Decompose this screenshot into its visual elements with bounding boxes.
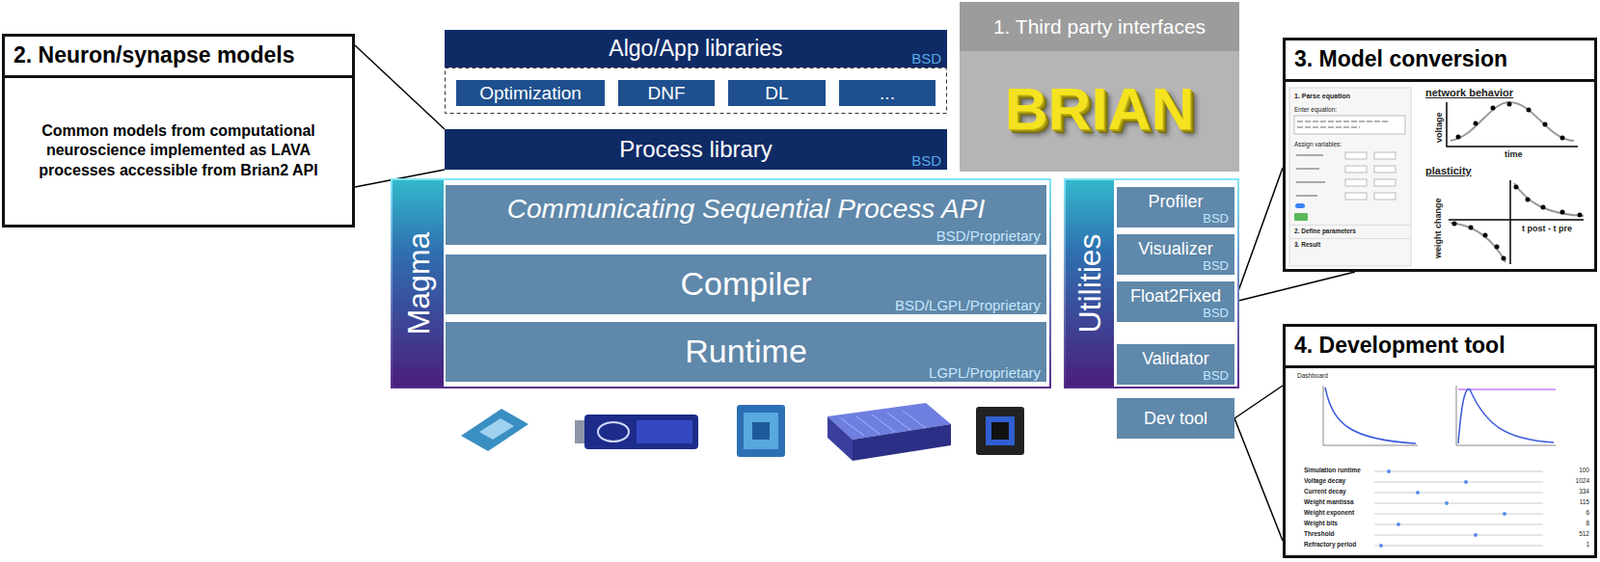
axis-label: time xyxy=(1504,149,1523,160)
utility-container: UtilitiesProfilerBSDVisualizerBSDFloat2F… xyxy=(1063,178,1240,389)
callout-body: Common models from computational neurosc… xyxy=(4,78,353,225)
box-title: Process library xyxy=(444,135,948,163)
form-label: Enter equation: xyxy=(1294,106,1337,113)
parameter-value: 8 xyxy=(1585,519,1590,527)
tool-box: Dev tool xyxy=(1116,398,1235,439)
parameter-value: 1024 xyxy=(1575,477,1590,485)
box-title: Communicating Sequential Process API xyxy=(445,193,1047,225)
parameter-label: Current decay xyxy=(1303,488,1347,495)
gradient-strip: Magma xyxy=(392,180,444,387)
chip-image xyxy=(736,405,786,458)
vertical-label: Utilities xyxy=(1070,180,1110,387)
stack-container: MagmaCommunicating Sequential Process AP… xyxy=(390,178,1052,389)
leader-line xyxy=(354,45,445,188)
license-tag: BSD xyxy=(911,152,942,169)
parameter-label: Threshold xyxy=(1303,530,1334,538)
license-tag: LGPL/Proprietary xyxy=(928,364,1041,381)
interface-panel: 1. Third party interfacesBRIAN xyxy=(959,1,1240,172)
stack-layer: Communicating Sequential Process API BSD/… xyxy=(445,185,1047,245)
parameter-label: Refractory period xyxy=(1303,541,1356,548)
parameter-value: 512 xyxy=(1578,530,1590,538)
gradient-strip: Utilities xyxy=(1065,180,1114,387)
usb-stick-image xyxy=(574,414,699,450)
license-tag: BSD xyxy=(1202,212,1229,227)
stack-layer: CompilerBSD/LGPL/Proprietary xyxy=(445,254,1047,315)
stack-layer: RuntimeLGPL/Proprietary xyxy=(445,322,1047,382)
box-title: Float2Fixed xyxy=(1116,286,1235,307)
box-title: Profiler xyxy=(1116,191,1235,213)
box-title: DL xyxy=(728,82,826,105)
form-heading: 1. Parse equation xyxy=(1294,92,1351,101)
leader-line xyxy=(1234,167,1356,302)
parameter-label: Weight bits xyxy=(1303,519,1338,527)
form-heading: 2. Define parameters xyxy=(1294,227,1356,235)
plot-title: plasticity xyxy=(1425,164,1472,178)
form-label: Assign variables: xyxy=(1294,140,1342,148)
parameter-label: Weight mantissa xyxy=(1303,498,1355,506)
library-box: DNF xyxy=(618,80,715,107)
box-title: Algo/App libraries xyxy=(444,35,948,61)
utility-box: ValidatorBSD xyxy=(1116,344,1235,385)
callout-heading: 4. Development tool xyxy=(1285,326,1595,369)
license-tag: BSD xyxy=(1202,259,1229,274)
parameter-value: 334 xyxy=(1578,488,1590,495)
utility-box: Float2FixedBSD xyxy=(1116,281,1235,323)
leader-line xyxy=(1234,385,1283,542)
license-tag: BSD/Proprietary xyxy=(936,227,1041,245)
parameter-label: Voltage decay xyxy=(1303,477,1346,485)
license-tag: BSD/LGPL/Proprietary xyxy=(894,297,1041,314)
box-title: Dev tool xyxy=(1116,408,1235,430)
library-box: Optimization xyxy=(456,80,605,107)
plot-title: network behavior xyxy=(1425,86,1514,100)
plasticity-plot xyxy=(1448,180,1584,265)
chip-image xyxy=(461,408,529,452)
parameter-value: 100 xyxy=(1578,466,1590,474)
dashed-group xyxy=(445,68,948,114)
box-title: ... xyxy=(839,82,936,105)
parameter-value: 1 xyxy=(1585,541,1590,548)
server-image xyxy=(827,403,951,462)
panel-heading: 1. Third party interfaces xyxy=(959,1,1240,52)
utility-box: VisualizerBSD xyxy=(1116,234,1235,275)
chip-image xyxy=(976,406,1025,456)
box-title: Optimization xyxy=(456,82,605,105)
box-title: Validator xyxy=(1116,349,1235,370)
library-box: DL xyxy=(728,80,826,107)
license-tag: BSD xyxy=(1202,306,1229,322)
box-title: Visualizer xyxy=(1116,239,1235,260)
parameter-value: 6 xyxy=(1585,509,1590,516)
library-band: Process libraryBSD xyxy=(444,129,948,170)
parameter-value: 115 xyxy=(1579,498,1590,506)
library-box: ... xyxy=(839,80,936,107)
vertical-label: Magma xyxy=(399,180,438,387)
axis-label: voltage xyxy=(1434,111,1444,143)
form-screenshot xyxy=(1289,87,1411,267)
axis-label: weight change xyxy=(1433,197,1443,259)
utility-box: ProfilerBSD xyxy=(1116,187,1235,228)
parameter-label: Weight exponent xyxy=(1303,509,1355,516)
callout-heading: 2. Neuron/synapse models xyxy=(4,36,353,79)
parameter-label: Simulation runtime xyxy=(1303,466,1361,474)
library-band: Algo/App librariesBSD xyxy=(444,29,948,68)
network-plot xyxy=(1446,102,1578,148)
callout-box: 2. Neuron/synapse modelsCommon models fr… xyxy=(1,33,355,228)
logo-text: BRIAN xyxy=(959,79,1240,139)
form-heading: 3. Result xyxy=(1294,241,1321,248)
dashboard-title: Dashboard xyxy=(1297,372,1329,380)
box-title: DNF xyxy=(618,82,715,105)
license-tag: BSD xyxy=(1202,369,1229,384)
axis-label: t post - t pre xyxy=(1521,223,1573,234)
license-tag: BSD xyxy=(911,50,942,67)
callout-heading: 3. Model conversion xyxy=(1285,40,1595,82)
